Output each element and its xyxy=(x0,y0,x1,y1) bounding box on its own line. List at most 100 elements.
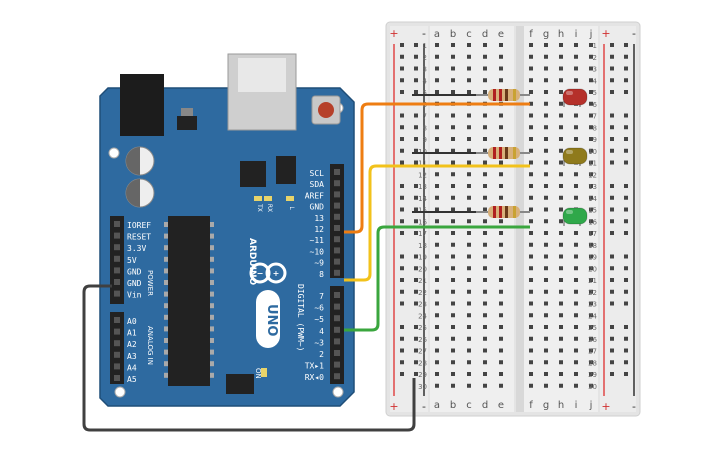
rail-hole[interactable] xyxy=(414,325,418,329)
breadboard-hole[interactable] xyxy=(499,78,503,83)
breadboard-hole[interactable] xyxy=(451,172,455,177)
breadboard-hole[interactable] xyxy=(499,184,503,188)
breadboard-hole[interactable] xyxy=(435,148,439,153)
breadboard-hole[interactable] xyxy=(574,54,578,59)
breadboard-hole[interactable] xyxy=(529,242,533,247)
breadboard-hole[interactable] xyxy=(435,113,439,118)
breadboard-hole[interactable] xyxy=(559,383,563,388)
breadboard-hole[interactable] xyxy=(529,231,533,235)
header-socket[interactable] xyxy=(114,244,120,251)
breadboard-hole[interactable] xyxy=(589,372,593,376)
breadboard-hole[interactable] xyxy=(544,195,548,200)
breadboard-hole[interactable] xyxy=(529,78,533,83)
breadboard-hole[interactable] xyxy=(574,125,578,130)
breadboard-hole[interactable] xyxy=(467,289,471,294)
breadboard-hole[interactable] xyxy=(529,195,533,200)
breadboard-hole[interactable] xyxy=(467,278,471,282)
header-socket[interactable] xyxy=(334,292,340,298)
breadboard-hole[interactable] xyxy=(559,313,563,318)
breadboard-hole[interactable] xyxy=(574,113,578,118)
rail-hole[interactable] xyxy=(400,266,404,271)
breadboard-hole[interactable] xyxy=(574,266,578,271)
breadboard-hole[interactable] xyxy=(544,101,548,106)
yellow-wire[interactable] xyxy=(344,164,530,282)
header-socket[interactable] xyxy=(114,328,120,335)
breadboard-hole[interactable] xyxy=(483,336,487,341)
breadboard-hole[interactable] xyxy=(529,336,533,341)
breadboard-hole[interactable] xyxy=(529,207,533,212)
breadboard-hole[interactable] xyxy=(544,90,548,94)
rail-hole[interactable] xyxy=(610,266,614,271)
rail-hole[interactable] xyxy=(610,231,614,235)
rail-hole[interactable] xyxy=(414,336,418,341)
breadboard-hole[interactable] xyxy=(467,172,471,177)
breadboard-hole[interactable] xyxy=(544,360,548,365)
breadboard-hole[interactable] xyxy=(544,207,548,212)
breadboard-hole[interactable] xyxy=(483,125,487,130)
rail-hole[interactable] xyxy=(610,125,614,130)
green-wire[interactable] xyxy=(344,225,530,332)
rail-hole[interactable] xyxy=(624,54,628,59)
breadboard-hole[interactable] xyxy=(499,348,503,353)
rail-hole[interactable] xyxy=(400,148,404,153)
breadboard-hole[interactable] xyxy=(451,266,455,271)
breadboard-hole[interactable] xyxy=(544,301,548,306)
rail-hole[interactable] xyxy=(610,137,614,141)
breadboard-hole[interactable] xyxy=(467,90,471,94)
breadboard-hole[interactable] xyxy=(574,325,578,329)
breadboard-hole[interactable] xyxy=(589,348,593,353)
rail-hole[interactable] xyxy=(400,372,404,376)
breadboard-hole[interactable] xyxy=(559,66,563,71)
breadboard-hole[interactable] xyxy=(499,278,503,282)
breadboard-hole[interactable] xyxy=(499,313,503,318)
breadboard-hole[interactable] xyxy=(574,301,578,306)
breadboard-hole[interactable] xyxy=(589,195,593,200)
breadboard-hole[interactable] xyxy=(451,360,455,365)
breadboard-hole[interactable] xyxy=(451,325,455,329)
rail-hole[interactable] xyxy=(400,278,404,282)
breadboard-hole[interactable] xyxy=(544,172,548,177)
rail-hole[interactable] xyxy=(400,66,404,71)
breadboard-hole[interactable] xyxy=(544,54,548,59)
breadboard-hole[interactable] xyxy=(435,313,439,318)
breadboard-hole[interactable] xyxy=(589,172,593,177)
rail-hole[interactable] xyxy=(400,54,404,59)
header-socket[interactable] xyxy=(334,326,340,333)
breadboard-hole[interactable] xyxy=(559,278,563,282)
header-socket[interactable] xyxy=(114,375,120,381)
breadboard-hole[interactable] xyxy=(589,266,593,271)
rail-hole[interactable] xyxy=(400,289,404,294)
header-socket[interactable] xyxy=(114,351,120,358)
breadboard-hole[interactable] xyxy=(574,66,578,71)
header-socket[interactable] xyxy=(114,279,120,285)
breadboard-hole[interactable] xyxy=(559,137,563,141)
rail-hole[interactable] xyxy=(414,113,418,118)
breadboard-hole[interactable] xyxy=(544,113,548,118)
header-socket[interactable] xyxy=(334,202,340,209)
breadboard-hole[interactable] xyxy=(574,372,578,376)
rail-hole[interactable] xyxy=(400,207,404,212)
header-socket[interactable] xyxy=(334,373,340,380)
rail-hole[interactable] xyxy=(610,78,614,83)
breadboard-hole[interactable] xyxy=(499,266,503,271)
breadboard-hole[interactable] xyxy=(589,219,593,224)
rail-hole[interactable] xyxy=(624,348,628,353)
breadboard-hole[interactable] xyxy=(483,54,487,59)
breadboard-hole[interactable] xyxy=(483,43,487,47)
breadboard-hole[interactable] xyxy=(529,278,533,282)
breadboard-hole[interactable] xyxy=(499,231,503,235)
breadboard-hole[interactable] xyxy=(544,383,548,388)
breadboard-hole[interactable] xyxy=(451,348,455,353)
rail-hole[interactable] xyxy=(624,266,628,271)
breadboard-hole[interactable] xyxy=(435,266,439,271)
breadboard-hole[interactable] xyxy=(451,148,455,153)
breadboard-hole[interactable] xyxy=(467,125,471,130)
rail-hole[interactable] xyxy=(414,360,418,365)
resistor-2[interactable] xyxy=(476,147,530,159)
breadboard-hole[interactable] xyxy=(559,54,563,59)
breadboard-hole[interactable] xyxy=(589,54,593,59)
header-socket[interactable] xyxy=(334,361,340,368)
header-socket[interactable] xyxy=(114,290,120,297)
breadboard-hole[interactable] xyxy=(467,66,471,71)
rail-hole[interactable] xyxy=(610,43,614,47)
